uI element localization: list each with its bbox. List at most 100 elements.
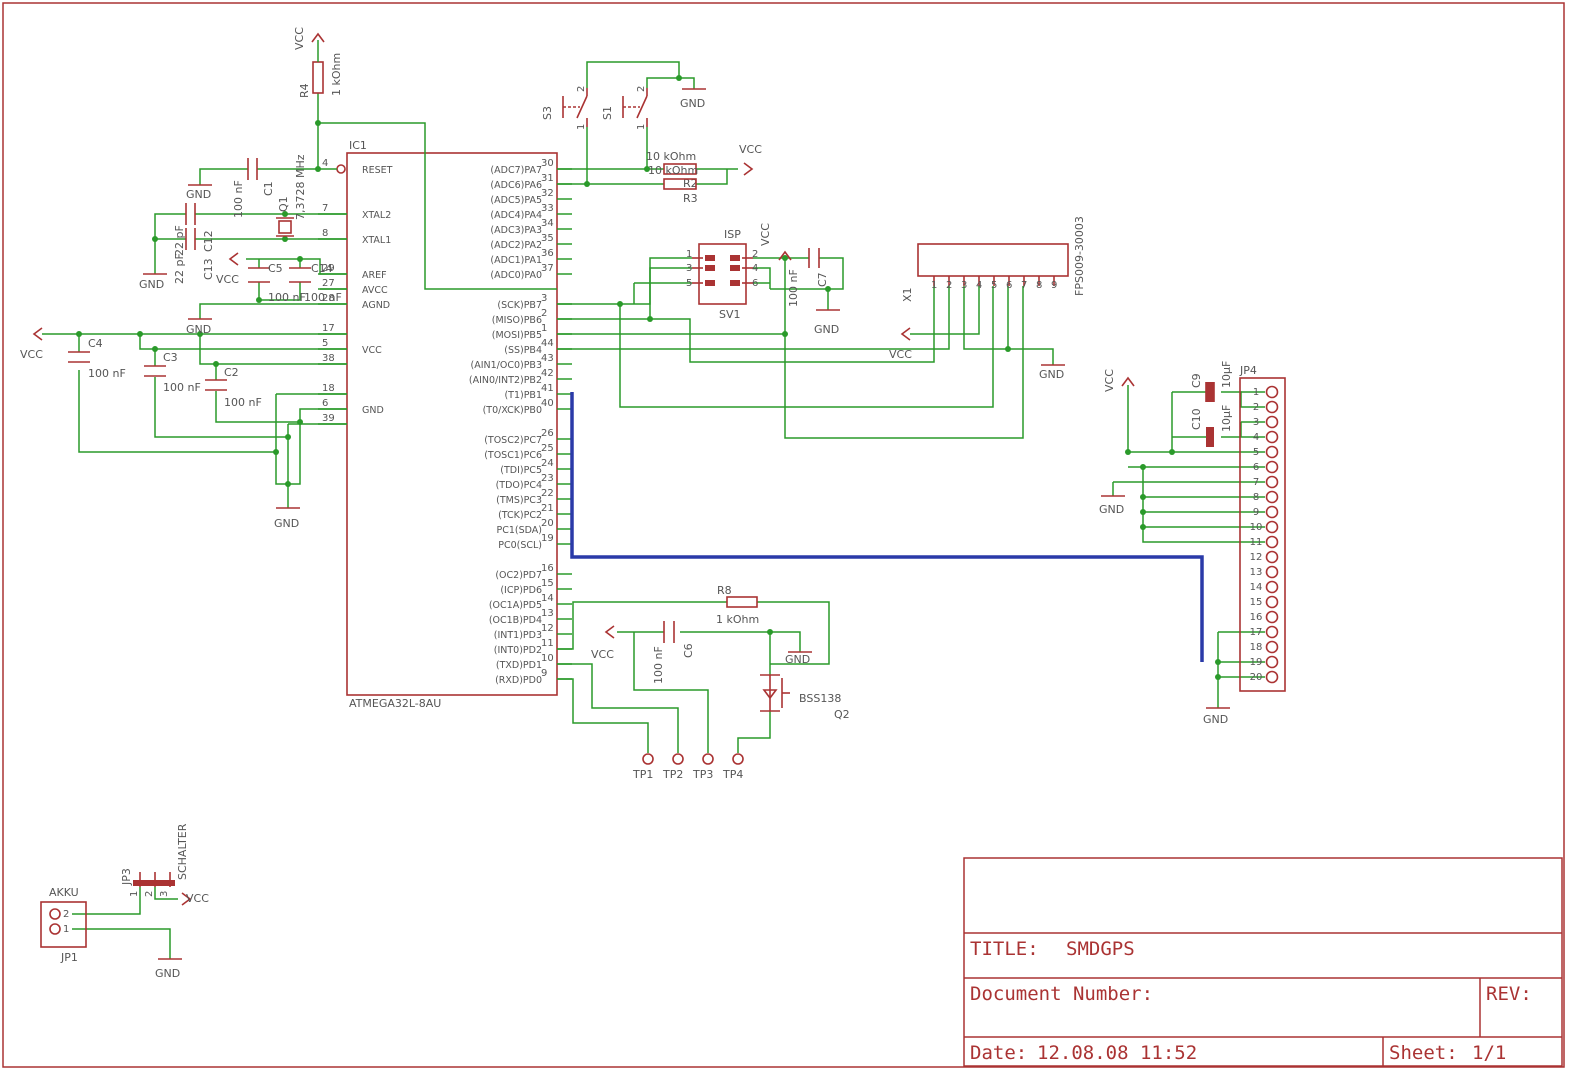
ic1-pin-name: (ADC3)PA3 xyxy=(490,225,542,236)
ic1-pin-name: VCC xyxy=(362,345,382,356)
x1-pin-number: 2 xyxy=(946,280,952,291)
ic1-pin-name: (T0/XCK)PB0 xyxy=(483,405,542,416)
jp4-pin-number: 18 xyxy=(1250,642,1263,653)
capacitor-c9: C9 10µF xyxy=(1190,361,1233,402)
tp2-ref: TP2 xyxy=(662,768,683,781)
c6-ref: C6 xyxy=(682,643,695,658)
vcc-label: VCC xyxy=(591,648,614,661)
ic1-pin-name: (OC1A)PD5 xyxy=(489,600,542,611)
sv1-pin-3: 3 xyxy=(686,263,692,274)
capacitor-c12: C12 22 pF xyxy=(173,203,215,256)
ic1-pin-number: 8 xyxy=(322,228,328,239)
r4-value: 1 kOhm xyxy=(330,53,343,96)
ic1-pin-number: 10 xyxy=(541,653,554,664)
jp4-pin-number: 9 xyxy=(1253,507,1259,518)
jp4-pin-number: 11 xyxy=(1250,537,1263,548)
capacitor-c13: C13 22 pF xyxy=(173,228,215,284)
c5-ref: C5 xyxy=(268,262,283,275)
jp4-pin-number: 3 xyxy=(1253,417,1259,428)
x1-pin-number: 7 xyxy=(1021,280,1027,291)
sv1-ref: SV1 xyxy=(719,308,741,321)
c10-value: 10µF xyxy=(1220,405,1233,432)
tp4-ref: TP4 xyxy=(722,768,743,781)
jp3-pin-1: 1 xyxy=(129,891,140,897)
c12-value: 22 pF xyxy=(173,225,186,256)
ic1-pin-number: 15 xyxy=(541,578,554,589)
c7-ref: C7 xyxy=(816,272,829,287)
ic1-pin-name: RESET xyxy=(362,165,393,176)
jp1-pin-1: 1 xyxy=(63,924,69,935)
jp1-ref: JP1 xyxy=(60,951,78,964)
ic1-pin-name: (ADC7)PA7 xyxy=(490,165,542,176)
rev-label: REV: xyxy=(1486,983,1532,1005)
r8-ref: R8 xyxy=(717,584,732,597)
ic1-pin-name: (OC1B)PD4 xyxy=(489,615,542,626)
c1-ref: C1 xyxy=(262,181,275,196)
ic1-pin-number: 26 xyxy=(541,428,554,439)
ic1-pin-number: 32 xyxy=(541,188,554,199)
ic1-pin-number: 34 xyxy=(541,218,554,229)
jp4-pin-number: 7 xyxy=(1253,477,1259,488)
vcc-label: VCC xyxy=(759,223,772,246)
resistor-r4: R4 1 kOhm xyxy=(298,40,343,98)
x1-pin-number: 9 xyxy=(1051,280,1057,291)
ic1-pin-number: 21 xyxy=(541,503,554,514)
ic1-pin-name: (ADC6)PA6 xyxy=(490,180,542,191)
ic1-pin-number: 7 xyxy=(322,203,328,214)
jp4-pin-number: 13 xyxy=(1250,567,1263,578)
ic1-pin-name: (MOSI)PB5 xyxy=(492,330,542,341)
title-value: SMDGPS xyxy=(1066,938,1135,960)
c7-value: 100 nF xyxy=(787,269,800,307)
gnd-label: GND xyxy=(1039,368,1064,381)
ic1-pin-number: 22 xyxy=(541,488,554,499)
r8-value: 1 kOhm xyxy=(716,613,759,626)
c9-ref: C9 xyxy=(1190,373,1203,388)
sv1-pin-5: 5 xyxy=(686,278,692,289)
ic1-pin-number: 24 xyxy=(541,458,554,469)
ic1-pin-number: 12 xyxy=(541,623,554,634)
ic1-pin-name: (TDI)PC5 xyxy=(500,465,542,476)
ic1-pin-number: 3 xyxy=(541,293,547,304)
vcc-label: VCC xyxy=(20,348,43,361)
jp3-pin-2: 2 xyxy=(144,891,155,897)
capacitor-c5: C5 100 nF xyxy=(248,262,306,304)
ic1-pin-name: PC1(SDA) xyxy=(497,525,543,536)
reset-inversion-bubble xyxy=(336,164,346,174)
battery-connector-jp1: 2 1 AKKU JP1 xyxy=(40,886,87,964)
ic1-pin-number: 18 xyxy=(322,383,335,394)
c12-ref: C12 xyxy=(202,230,215,252)
ic1-pin-name: AREF xyxy=(362,270,387,281)
capacitor-c10: C10 10µF xyxy=(1190,405,1233,447)
jp4-pin-number: 15 xyxy=(1250,597,1263,608)
resistor-r2: 10 kOhm R2 xyxy=(646,150,698,190)
sheet-value: 1/1 xyxy=(1472,1042,1506,1064)
ic1-pin-number: 43 xyxy=(541,353,554,364)
vcc-label: VCC xyxy=(216,273,239,286)
test-points: TP1 TP2 TP3 TP4 xyxy=(632,753,744,781)
x1-pin-number: 6 xyxy=(1006,280,1012,291)
gnd-label: GND xyxy=(814,323,839,336)
title-block: TITLE: SMDGPS Document Number: REV: Date… xyxy=(963,857,1563,1067)
sheet-label: Sheet: xyxy=(1389,1042,1458,1064)
q1-value: 7,3728 MHz xyxy=(294,154,307,220)
c9-value: 10µF xyxy=(1220,361,1233,388)
ic1-pin-number: 31 xyxy=(541,173,554,184)
capacitor-c14: C14 100 nF xyxy=(289,262,342,304)
ic1-pin-name: (SCK)PB7 xyxy=(497,300,542,311)
ic1-pin-number: 41 xyxy=(541,383,554,394)
c4-value: 100 nF xyxy=(88,367,126,380)
tp3-ref: TP3 xyxy=(692,768,713,781)
ic1-pin-name: (SS)PB4 xyxy=(504,345,542,356)
ic1-pin-name: (ADC5)PA5 xyxy=(490,195,542,206)
gnd-label: GND xyxy=(186,188,211,201)
c13-ref: C13 xyxy=(202,258,215,280)
ic1-pin-name: (INT1)PD3 xyxy=(494,630,542,641)
transistor-q2: BSS138 Q2 xyxy=(760,674,850,721)
gnd-label: GND xyxy=(186,323,211,336)
ic1-microcontroller: IC1 ATMEGA32L-8AU 4RESET7XTAL28XTAL129AR… xyxy=(318,139,572,710)
ic1-pin-name: XTAL2 xyxy=(362,210,391,221)
sv1-pin-4: 4 xyxy=(752,263,758,274)
